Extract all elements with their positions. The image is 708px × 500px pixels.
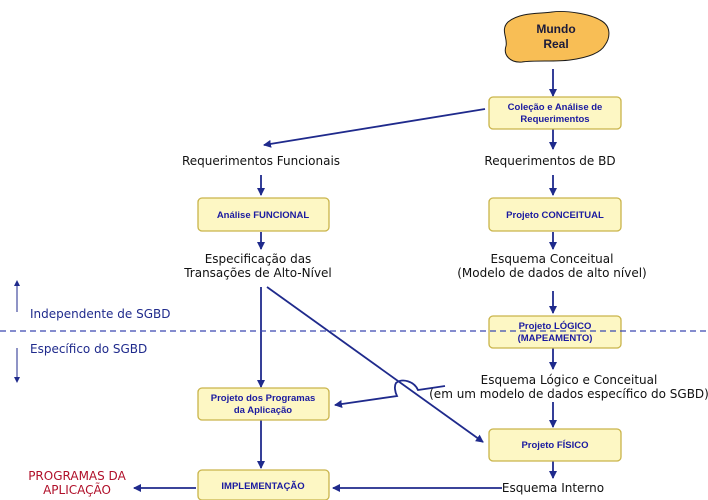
label-esquema-conceitual-1: Esquema Conceitual [491,252,614,266]
box-implementacao: IMPLEMENTAÇÃO [197,469,330,500]
arrow-esquemalogico-to-programas [334,379,446,408]
label-esquema-interno: Esquema Interno [502,481,604,495]
label-independente-sgbd: Independente de SGBD [30,307,170,321]
box-implementacao-label: IMPLEMENTAÇÃO [221,481,304,492]
label-req-funcionais: Requerimentos Funcionais [182,154,340,168]
cloud-shape [503,11,610,63]
box-projeto-logico: Projeto LÓGICO (MAPEAMENTO) [488,315,622,349]
box-projeto-programas-line-2: da Aplicação [234,405,292,416]
label-especificacao-2: Transações de Alto-Nível [183,266,332,280]
box-analise-funcional-label: Análise FUNCIONAL [217,210,310,221]
box-projeto-logico-line-1: Projeto LÓGICO [519,320,592,332]
box-projeto-programas: Projeto dos Programas da Aplicação [197,387,330,421]
label-esquema-logico-2: (em um modelo de dados específico do SGB… [429,387,708,401]
label-req-bd: Requerimentos de BD [484,154,615,168]
box-projeto-conceitual-label: Projeto CONCEITUAL [506,210,604,221]
box-projeto-conceitual: Projeto CONCEITUAL [488,197,622,232]
box-coleta-line-2: Requerimentos [520,114,589,125]
box-projeto-programas-line-1: Projeto dos Programas [211,393,316,404]
flow-arrows [133,69,557,492]
label-especifico-sgbd: Específico do SGBD [30,342,147,356]
box-coleta-line-1: Coleção e Análise de [508,102,603,113]
box-analise-funcional: Análise FUNCIONAL [197,197,330,232]
cloud-line-1: Mundo [536,22,575,36]
box-projeto-logico-line-2: (MAPEAMENTO) [518,333,593,344]
arrow-coleta-to-funcional [263,108,486,148]
label-esquema-conceitual-2: (Modelo de dados de alto nível) [457,266,646,280]
box-projeto-fisico: Projeto FÍSICO [488,428,622,462]
cloud-line-2: Real [543,37,568,51]
output-line-2: APLICAÇÃO [43,482,111,497]
output-line-1: PROGRAMAS DA [28,469,126,483]
box-coleta: Coleção e Análise de Requerimentos [488,96,622,130]
box-projeto-fisico-label: Projeto FÍSICO [521,440,588,451]
arrow-especificacao-to-fisico [266,286,484,443]
mundo-real-cloud: Mundo Real [503,11,610,63]
label-esquema-logico-1: Esquema Lógico e Conceitual [481,373,658,387]
label-especificacao-1: Especificação das [205,252,312,266]
